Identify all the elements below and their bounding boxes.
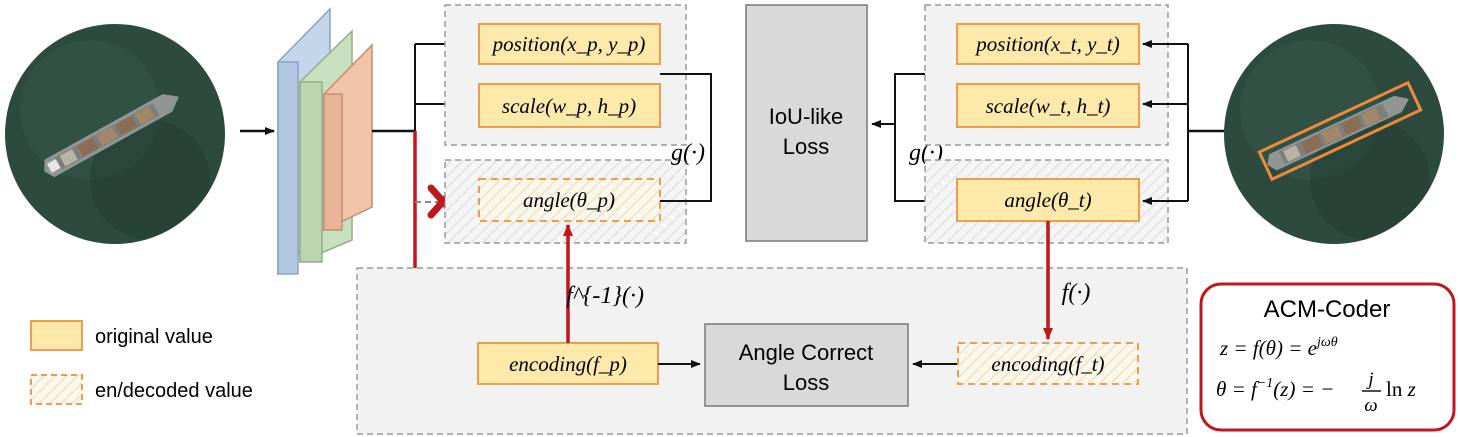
position-pred-box [478,23,661,65]
f-label: f(·) [1062,280,1091,306]
iou-loss-line1: IoU-like [769,104,844,129]
acm-eq2: θ = f−1(z) = − [1216,376,1334,401]
ship-icon [44,94,179,178]
legend-original-label: original value [95,326,213,348]
angle-target-label: angle(θ_t) [1004,188,1091,212]
angle-loss-line2: Loss [783,370,829,395]
bounding-box-icon [1257,80,1423,182]
acm-eq2-tail: ln z [1386,377,1416,401]
scale-target-label: scale(w_t, h_t) [986,94,1111,118]
scale-pred-box [478,83,661,128]
acm-coder-box [1199,282,1456,432]
angle-pred-box [478,178,661,222]
encoding-target-label: encoding(f_t) [991,352,1104,376]
angle-target-box [956,178,1140,222]
legend: original value en/decoded value [30,320,253,405]
angle-pred-label: angle(θ_p) [523,188,615,212]
f-inverse-label: f^{-1}(·) [566,283,644,309]
input-image-right [1224,24,1444,244]
encoding-target-box [957,342,1139,385]
legend-encoded-label: en/decoded value [95,380,253,402]
angle-loss-line1: Angle Correct [739,340,874,365]
acm-coder-title: ACM-Coder [1264,296,1391,323]
position-pred-label: position(x_p, y_p) [491,32,646,56]
legend-encoded-swatch [30,374,83,405]
acm-eq2-num: j [1365,369,1373,390]
scale-pred-label: scale(w_p, h_p) [502,94,636,118]
iou-loss-line2: Loss [783,134,829,159]
input-image-left [5,24,225,244]
iou-loss-box [745,4,868,242]
encoding-pred-label: encoding(f_p) [509,352,627,376]
position-target-box [956,23,1140,65]
position-target-label: position(x_t, y_t) [974,32,1119,56]
g-left-label: g(·) [671,140,705,166]
acm-eq2-den: ω [1364,395,1377,416]
scale-target-box [956,83,1140,128]
legend-original-swatch [30,320,83,351]
backbone-feature-maps [277,7,373,276]
angle-correct-loss-box [704,323,909,407]
